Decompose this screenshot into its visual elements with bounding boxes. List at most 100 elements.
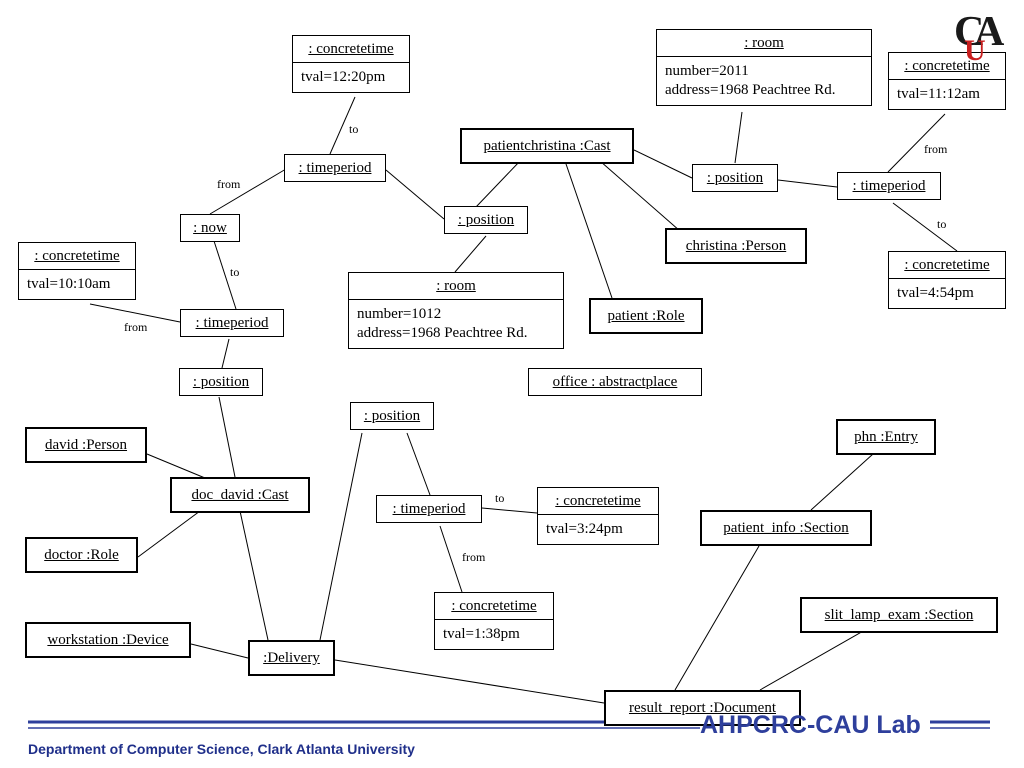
box-name: : now [193,220,227,236]
edge-tp-top-now [209,168,287,215]
doctor-role-box[interactable]: doctor :Role [25,537,138,573]
edge-label-from: from [462,550,486,564]
timeperiod-right-box[interactable]: : timeperiod [837,172,941,200]
delivery-box[interactable]: :Delivery [248,640,335,676]
edge-tp-top-pos-center [385,169,445,220]
box-name: phn :Entry [854,429,918,445]
logo-letter-c: C [954,9,985,55]
concretetime-1220-box[interactable]: : concretetime tval=12:20pm [292,35,410,93]
box-name: : room [744,35,784,51]
lab-title: AHPCRC-CAU Lab [700,711,921,739]
result-report-document-box[interactable]: result_report :Document [604,690,801,726]
concretetime-324-box[interactable]: : concretetime tval=3:24pm [537,487,659,545]
box-name: : concretetime [555,493,641,509]
edge-tp-left-pos-left [221,338,230,369]
edge-slit-lamp-result-report [759,629,866,691]
edge-cast-christina-pos-center [475,160,521,208]
box-name: slit_lamp_exam :Section [824,607,974,623]
box-name: : concretetime [904,257,990,273]
phn-entry-box[interactable]: phn :Entry [836,419,936,455]
edge-cast-christina-pos-right [633,149,693,179]
box-name: workstation :Device [47,632,169,648]
box-name: doc_david :Cast [191,487,289,503]
box-attr: tval=1:38pm [443,626,520,642]
now-box[interactable]: : now [180,214,240,242]
connector-lines [89,96,958,704]
room-2011-box[interactable]: : room number=2011 address=1968 Peachtre… [656,29,872,106]
box-name: : timeperiod [195,315,269,331]
box-attr: tval=12:20pm [301,69,386,85]
edge-label-to: to [495,491,505,505]
edge-pos-left-doc-david [218,396,236,478]
edge-delivery-pos-mid [319,432,363,641]
box-name: : concretetime [451,598,537,614]
slit-lamp-exam-section-box[interactable]: slit_lamp_exam :Section [800,597,998,633]
box-name: patientchristina :Cast [483,138,611,154]
box-name: office : abstractplace [552,374,678,390]
edge-cast-christina-person [599,160,681,232]
cau-logo: C A U [952,10,1004,70]
box-attr: tval=11:12am [897,86,980,102]
edge-pos-right-tp-right [777,179,838,188]
edge-patient-info-result-report [674,545,760,691]
box-name: doctor :Role [44,547,119,563]
timeperiod-mid-box[interactable]: : timeperiod [376,495,482,523]
concretetime-1010-box[interactable]: : concretetime tval=10:10am [18,242,136,300]
concretetime-1112-box[interactable]: : concretetime tval=11:12am [888,52,1006,110]
timeperiod-top-box[interactable]: : timeperiod [284,154,386,182]
edge-label-from: from [924,142,948,156]
christina-person-box[interactable]: christina :Person [665,228,807,264]
box-name: : concretetime [308,41,394,57]
logo-letter-u: U [964,34,986,67]
box-attr: address=1968 Peachtree Rd. [665,82,836,98]
box-name: patient_info :Section [723,520,849,536]
edge-label-to: to [230,265,240,279]
box-attr: tval=10:10am [27,276,111,292]
patient-info-section-box[interactable]: patient_info :Section [700,510,872,546]
position-right-box[interactable]: : position [692,164,778,192]
cast-christina-box[interactable]: patientchristina :Cast [460,128,634,164]
patient-role-box[interactable]: patient :Role [589,298,703,334]
box-attr: number=1012 [357,306,442,322]
edge-ct1010-tp-left [89,303,181,323]
box-attr: tval=3:24pm [546,521,623,537]
box-attr: tval=4:54pm [897,285,974,301]
box-name: :Delivery [263,650,320,666]
box-name: : position [363,408,421,424]
timeperiod-left-box[interactable]: : timeperiod [180,309,284,337]
office-abstractplace-box[interactable]: office : abstractplace [528,368,702,396]
edge-ct1112-tp-right [887,113,946,173]
concretetime-454-box[interactable]: : concretetime tval=4:54pm [888,251,1006,309]
box-name: patient :Role [607,308,685,324]
box-name: : concretetime [34,248,120,264]
position-left-box[interactable]: : position [179,368,263,396]
concretetime-138-box[interactable]: : concretetime tval=1:38pm [434,592,554,650]
box-attr: number=2011 [665,63,749,79]
edge-workstation-delivery [190,643,249,659]
position-mid-box[interactable]: : position [350,402,434,430]
doc-david-cast-box[interactable]: doc_david :Cast [170,477,310,513]
box-name: : position [457,212,515,228]
david-person-box[interactable]: david :Person [25,427,147,463]
workstation-device-box[interactable]: workstation :Device [25,622,191,658]
edge-pos-mid-tp-mid [406,432,431,496]
edge-tp-mid-ct324 [481,507,538,514]
edge-pos-center-room1012 [454,235,487,273]
edge-phn-patient-info [810,453,874,511]
box-name: : position [192,374,250,390]
room-1012-box[interactable]: : room number=1012 address=1968 Peachtre… [348,272,564,349]
box-name: : concretetime [904,58,990,74]
box-name: christina :Person [685,238,787,254]
edge-tp-mid-ct138 [439,525,463,593]
bottom-rule [28,720,990,729]
box-name: david :Person [44,437,128,453]
edge-ct1220-tp-top [329,96,356,155]
box-name: result_report :Document [628,700,777,716]
position-center-box[interactable]: : position [444,206,528,234]
edge-doc-david-delivery [239,510,269,641]
footer-department: Department of Computer Science, Clark At… [28,741,415,757]
edge-label-from: from [217,177,241,191]
edge-cast-christina-patient-role [564,160,613,299]
box-name: : room [436,278,476,294]
